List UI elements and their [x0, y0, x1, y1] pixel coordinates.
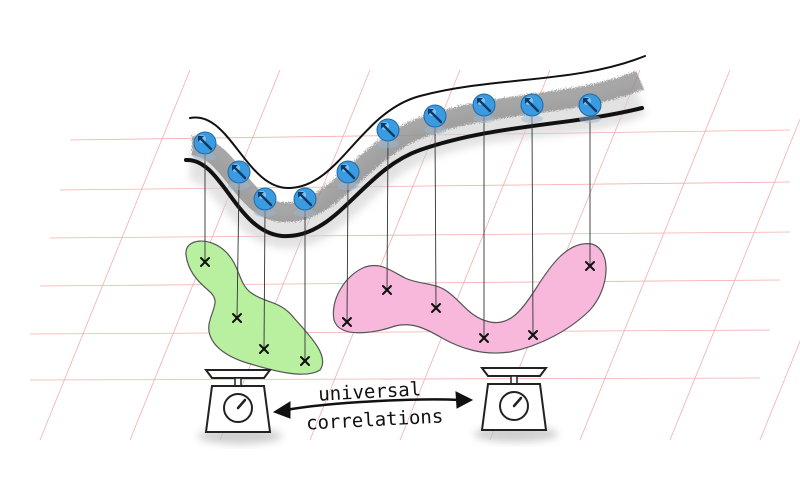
spin-arrow-icon — [227, 160, 251, 190]
grid-line — [39, 69, 191, 441]
measurement-crosses — [200, 257, 595, 366]
grid-line — [49, 231, 791, 239]
measurement-line — [434, 127, 437, 309]
cross-mark-icon — [479, 333, 489, 343]
spin-arrow-icon — [376, 118, 400, 148]
cross-mark-icon — [431, 303, 441, 313]
green-region — [185, 240, 324, 375]
chain-shadow — [187, 85, 647, 249]
spin-arrow-icon — [423, 104, 447, 134]
grid-line — [579, 69, 731, 441]
caption-line-1: universal — [318, 378, 422, 405]
weighing-scale-icon — [198, 369, 282, 444]
cross-mark-icon — [200, 257, 210, 267]
spin-arrow-icon — [293, 187, 317, 217]
weighing-scale-icon — [474, 367, 558, 442]
cross-mark-icon — [528, 330, 538, 340]
cross-mark-icon — [300, 356, 310, 366]
grid-line — [29, 377, 761, 381]
grid-line — [29, 329, 771, 335]
grid-line — [59, 181, 791, 191]
pink-region — [332, 243, 607, 354]
cross-mark-icon — [259, 344, 269, 354]
measurement-line — [531, 116, 534, 336]
cross-mark-icon — [342, 317, 352, 327]
chain-top-edge — [189, 55, 646, 190]
cross-mark-icon — [232, 313, 242, 323]
cross-mark-icon — [585, 261, 595, 271]
spin-arrow-icon — [578, 93, 602, 123]
spin-arrow-icon — [193, 131, 217, 161]
spins — [193, 93, 602, 217]
measurement-line — [236, 183, 240, 319]
spin-chain — [184, 55, 647, 249]
grid-line — [669, 118, 800, 441]
caption-line-2: correlations — [306, 405, 444, 434]
chain-bottom-edge — [184, 106, 644, 239]
spin-arrow-icon — [253, 187, 277, 217]
measurement-line — [346, 183, 349, 323]
measurement-line — [263, 210, 266, 350]
measurement-regions — [185, 240, 607, 375]
measurement-line — [386, 141, 389, 291]
cross-mark-icon — [382, 285, 392, 295]
spin-arrow-icon — [336, 160, 360, 190]
spin-arrow-icon — [520, 93, 544, 123]
spin-arrow-icon — [472, 93, 496, 123]
double-arrow-icon — [272, 391, 474, 419]
measurement-lines — [204, 116, 591, 361]
grid-line — [759, 340, 800, 441]
